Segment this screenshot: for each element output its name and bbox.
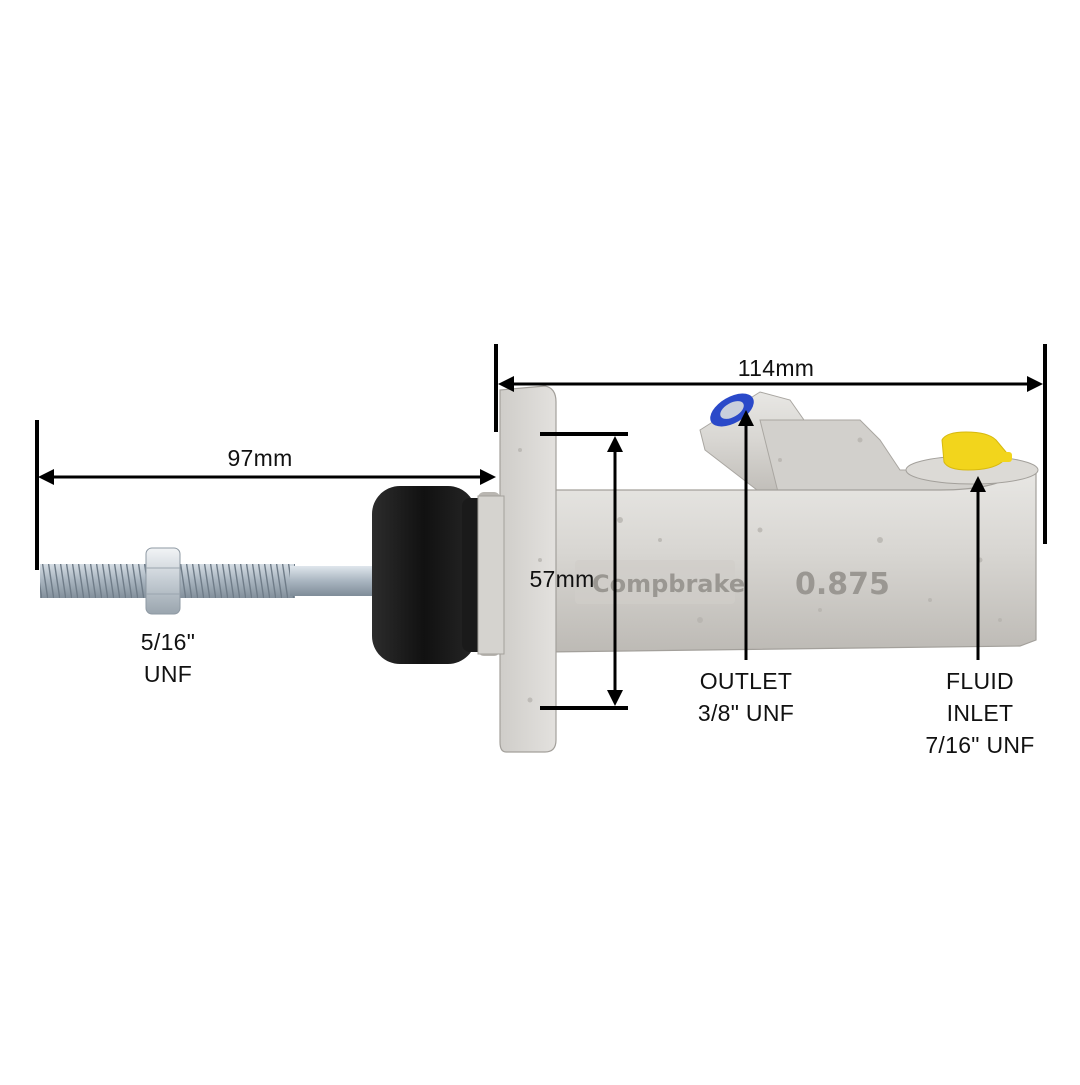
arrowhead [607,436,623,452]
dimension-label-rod-length: 97mm [227,445,293,471]
rod-thread-type: UNF [143,661,193,687]
outlet-callout: OUTLET 3/8" UNF [666,665,826,729]
arrowhead [498,376,514,392]
fluid-inlet-thread: 7/16" UNF [925,732,1035,758]
hex-nut [145,547,181,615]
bore-size-engraving: 0.875 [795,567,890,602]
inlet-cap [941,431,1012,471]
arrowhead [38,469,54,485]
dimension-label-body-length: 114mm [737,355,815,381]
fluid-inlet-callout: FLUID INLET 7/16" UNF [900,665,1060,761]
outlet-thread: 3/8" UNF [697,700,795,726]
brand-engraving: Compbrake [592,570,745,598]
cylinder-body [477,385,1039,753]
arrowhead [607,690,623,706]
outlet-title: OUTLET [699,668,793,694]
arrowhead [480,469,496,485]
dimension-label-flange-height: 57mm [529,566,595,592]
arrowhead [738,410,754,426]
dimension-lines [35,344,1047,710]
arrowhead [1027,376,1043,392]
rod-thread-size: 5/16" [140,629,196,655]
push-rod [40,547,380,615]
fluid-inlet-title-1: FLUID [946,668,1014,694]
rod-thread-callout: 5/16" UNF [108,626,228,690]
arrowhead [970,476,986,492]
fluid-inlet-title-2: INLET [946,700,1014,726]
smooth-rod [290,566,380,596]
mounting-flange [499,385,557,753]
